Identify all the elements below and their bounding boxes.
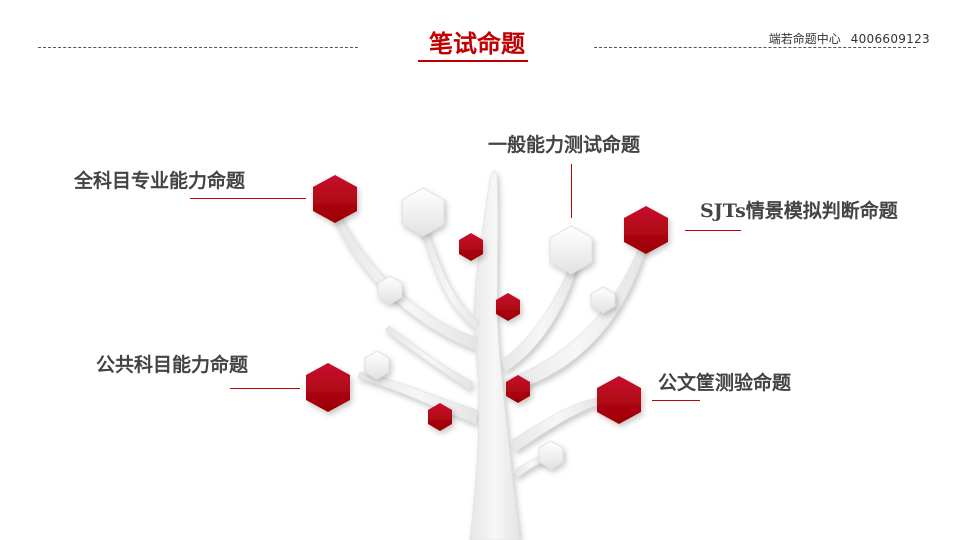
connector-public-subject (230, 388, 300, 389)
white-hexagon-large-2 (549, 225, 593, 275)
white-hexagon-small-3 (364, 350, 390, 380)
red-hexagon-general-ability (624, 206, 668, 254)
red-hexagon-small-1 (459, 233, 483, 261)
branch-label-document-basket: 公文筐测验命题 (658, 372, 792, 394)
brand-name: 端若命题中心 (768, 32, 841, 46)
red-hexagon-small-4 (428, 403, 452, 431)
brand-info: 端若命题中心 4006609123 (769, 30, 930, 47)
white-hexagon-small-2 (590, 286, 616, 314)
red-hexagon-public-subject (306, 363, 350, 412)
red-hexagon-specialized (313, 175, 357, 223)
branch-label-specialized: 全科目专业能力命题 (74, 170, 246, 192)
connector-specialized (190, 198, 306, 199)
tree-trunk (331, 170, 647, 540)
title-underline (418, 60, 528, 62)
red-hexagon-document-basket (597, 376, 641, 424)
white-hexagon-large-1 (401, 187, 445, 237)
red-hexagon-small-2 (496, 293, 520, 321)
branch-label-sjts: SJTs情景模拟判断命题 (700, 200, 898, 222)
connector-general-ability (571, 164, 572, 218)
white-hexagon-small-1 (377, 275, 403, 305)
white-hexagon-small-4 (538, 440, 564, 470)
red-hexagon-small-3 (506, 375, 530, 403)
header-divider-right (594, 47, 916, 48)
brand-phone: 4006609123 (850, 32, 930, 46)
page-title: 笔试命题 (429, 29, 525, 58)
connector-sjts (685, 230, 741, 231)
header-divider-left (38, 47, 358, 48)
branch-label-public-subject: 公共科目能力命题 (96, 354, 249, 376)
branch-label-general-ability: 一般能力测试命题 (488, 134, 641, 156)
connector-document-basket (652, 400, 700, 401)
